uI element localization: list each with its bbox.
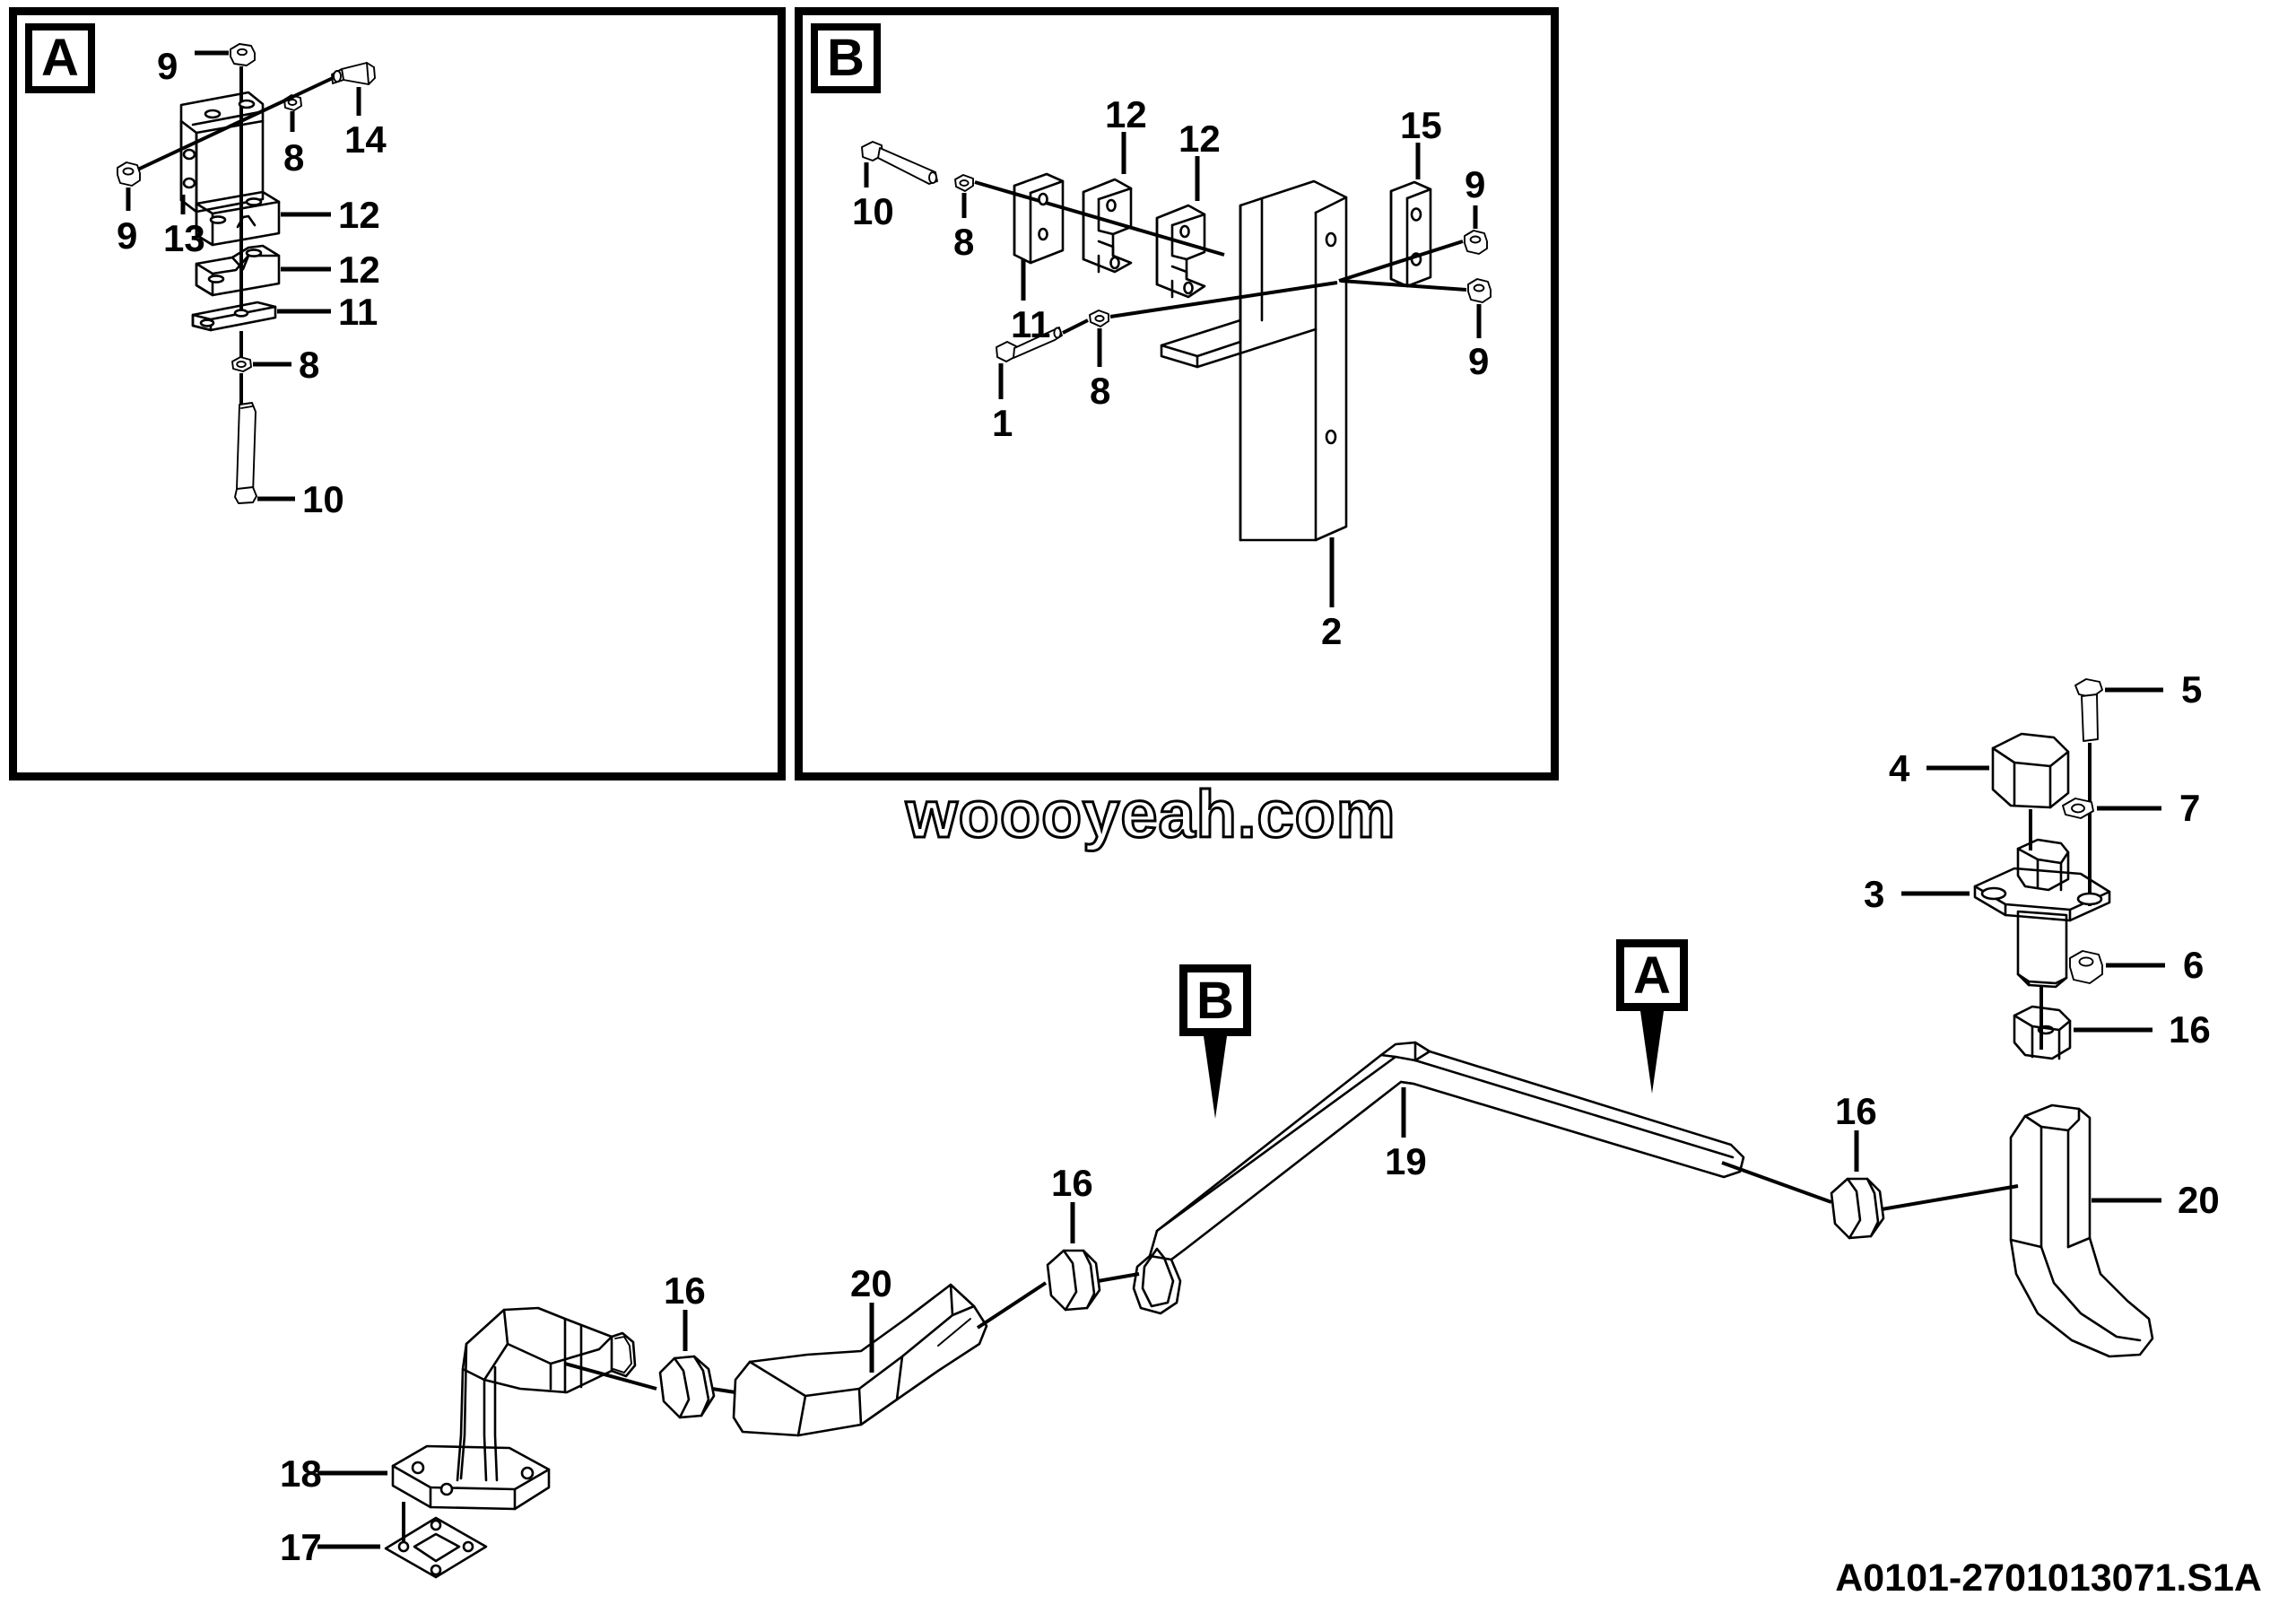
pipe-item-20-right: [2009, 1103, 2154, 1358]
callout-m-19: 19: [1385, 1140, 1427, 1182]
block-item-12-b-left: [1082, 178, 1133, 274]
bolt-item-14: [331, 62, 376, 85]
callout-m-7: 7: [2179, 787, 2201, 829]
callout-a-13: 13: [163, 217, 205, 259]
nut-item-16-right: [1830, 1177, 1885, 1240]
washer-item-7: [2062, 798, 2094, 819]
callout-b-9-upper: 9: [1465, 163, 1486, 205]
section-marker-b-pointer: [1204, 1036, 1227, 1119]
callout-a-8-lower: 8: [299, 344, 320, 386]
part-number-label: A0101-2701013071.S1A: [1835, 1557, 2262, 1600]
callout-b-12-left: 12: [1105, 93, 1147, 135]
block-item-12-lower: [195, 244, 281, 297]
washer-item-8-b-lower: [1089, 310, 1109, 327]
callout-b-15: 15: [1400, 104, 1442, 146]
watermark-text: woooyeah.com: [905, 776, 1397, 853]
bolt-item-1: [996, 327, 1063, 362]
callout-a-14: 14: [344, 118, 387, 161]
nut-item-16-mid: [1046, 1249, 1101, 1312]
panel-a-tag: A: [25, 23, 95, 93]
nut-item-6: [2069, 950, 2103, 984]
callout-b-11: 11: [1011, 303, 1051, 345]
callout-b-9-lower: 9: [1468, 340, 1490, 382]
block-item-12-b-right: [1155, 204, 1206, 299]
callout-m-18: 18: [280, 1452, 322, 1495]
nut-item-16-valve: [2013, 1005, 2072, 1060]
nut-item-9-b-upper: [1464, 230, 1488, 255]
callout-b-12-right: 12: [1178, 118, 1221, 160]
bracket-item-13: [179, 91, 265, 214]
panel-a-artwork: [117, 43, 376, 504]
nut-item-9-b-lower: [1467, 278, 1492, 303]
block-item-12-upper: [195, 190, 281, 247]
section-marker-b[interactable]: B: [1179, 964, 1251, 1119]
callout-m-16-valve: 16: [2169, 1008, 2211, 1051]
callout-b-2: 2: [1321, 610, 1343, 652]
section-marker-a[interactable]: A: [1616, 939, 1688, 1094]
elbow-pipe-item-18: [391, 1306, 637, 1511]
callout-a-10: 10: [302, 478, 344, 520]
callout-a-12-lower: 12: [338, 249, 380, 291]
callout-a-12-upper: 12: [338, 194, 380, 236]
cap-nut-item-4: [1991, 732, 2070, 809]
callout-m-16-right: 16: [1835, 1090, 1877, 1132]
callout-a-9-top: 9: [157, 45, 178, 87]
bolt-item-10-b: [861, 141, 938, 185]
callout-m-20-right: 20: [2178, 1179, 2220, 1221]
nut-item-9-top: [230, 43, 256, 66]
callout-m-17: 17: [280, 1526, 322, 1568]
callout-m-20-left: 20: [850, 1262, 892, 1304]
callout-m-16-left: 16: [664, 1269, 706, 1312]
callout-b-8-upper: 8: [953, 221, 975, 263]
strap-item-15: [1389, 180, 1432, 288]
nut-item-9-left: [117, 161, 141, 187]
washer-item-8-b-upper: [954, 174, 974, 192]
panel-b-artwork: [861, 132, 1492, 607]
plate-item-11: [191, 301, 277, 332]
detail-panel-b: B: [795, 7, 1559, 780]
callout-m-4: 4: [1889, 747, 1910, 789]
washer-item-8-lower: [231, 356, 252, 372]
bracket-item-2: [1160, 179, 1348, 542]
callout-a-8-top: 8: [283, 136, 305, 179]
section-marker-a-pointer: [1640, 1011, 1664, 1094]
nut-item-16-left: [658, 1355, 716, 1419]
callout-b-1: 1: [992, 402, 1013, 444]
panel-b-tag: B: [811, 23, 881, 93]
plate-item-11-b: [1013, 172, 1065, 265]
section-marker-a-label: A: [1616, 939, 1688, 1011]
section-marker-b-label: B: [1179, 964, 1251, 1036]
gasket-item-17: [384, 1516, 488, 1579]
callout-a-9-left: 9: [117, 214, 138, 257]
callout-m-16-mid: 16: [1051, 1162, 1093, 1204]
pipe-item-19: [1132, 1041, 1745, 1315]
callout-m-6: 6: [2183, 944, 2205, 986]
hose-item-20-left: [732, 1283, 988, 1437]
callout-m-3: 3: [1864, 873, 1885, 915]
detail-panel-a: A: [9, 7, 786, 780]
callout-b-8-lower: 8: [1090, 370, 1111, 412]
valve-body-item-3: [1973, 838, 2111, 989]
bolt-item-5: [2074, 678, 2103, 742]
callout-b-10: 10: [852, 190, 894, 232]
callout-m-5: 5: [2181, 668, 2203, 711]
callout-a-11: 11: [338, 291, 378, 333]
bolt-item-10: [234, 402, 257, 504]
